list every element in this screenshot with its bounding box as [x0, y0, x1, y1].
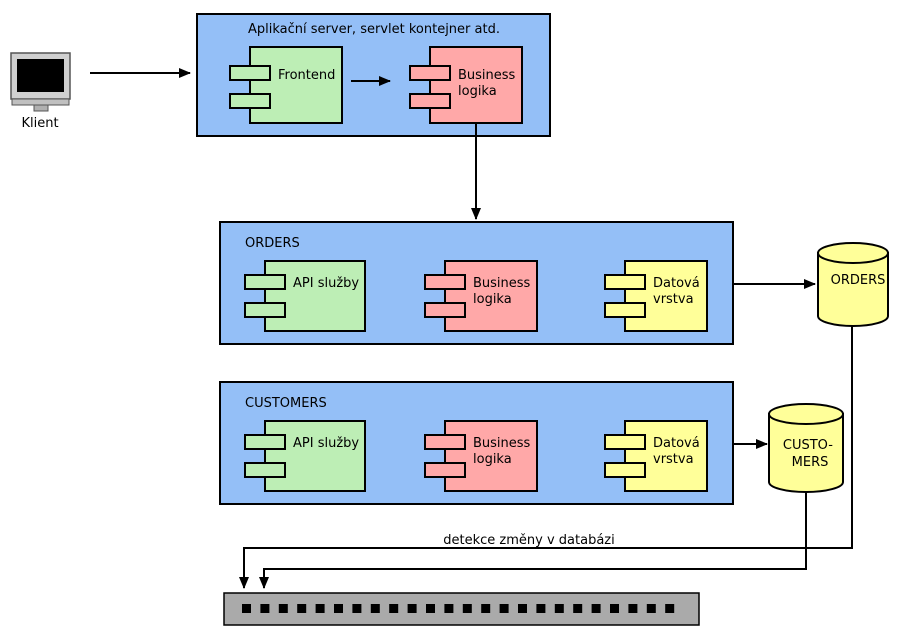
bus-slot: [591, 604, 601, 613]
bus-slot: [260, 604, 270, 613]
bus-slot: [554, 604, 564, 613]
bus-slot: [444, 604, 454, 613]
bus-slot: [315, 604, 325, 613]
orders-database: ORDERS: [817, 242, 889, 327]
orders-service-title: ORDERS: [245, 236, 300, 251]
change-detection-label: detekce změny v databázi: [443, 533, 614, 548]
bus-slot: [426, 604, 435, 613]
orders-api-label: API služby: [293, 276, 359, 291]
customers-data-component: Datová vrstva: [604, 420, 708, 492]
client-label: Klient: [21, 116, 58, 131]
bus-slot: [573, 604, 583, 613]
bus-slot: [242, 604, 251, 613]
orders-service-container: ORDERS API služby Business logika Datová…: [219, 221, 734, 345]
bus-slot: [499, 604, 509, 613]
client: Klient: [10, 52, 71, 131]
bus-slot: [646, 604, 656, 613]
server-business-label: Business logika: [458, 68, 519, 99]
customers-db-label: CUSTO- MERS: [783, 438, 837, 470]
orders-db-label: ORDERS: [831, 273, 886, 288]
bus-slot: [352, 604, 362, 613]
bus-slot: [481, 604, 491, 613]
bus-slot: [370, 604, 380, 613]
orders-api-component: API služby: [244, 260, 366, 332]
customers-service-title: CUSTOMERS: [245, 396, 327, 411]
orders-data-component: Datová vrstva: [604, 260, 708, 332]
frontend-component: Frontend: [229, 46, 343, 124]
bus-slot: [536, 604, 546, 613]
bus-slots: [242, 604, 675, 613]
message-bus: [223, 592, 700, 626]
bus-slot: [665, 604, 675, 613]
bus-slot: [407, 604, 417, 613]
bus-slot: [462, 604, 472, 613]
customers-business-component: Business logika: [424, 420, 538, 492]
customers-business-label: Business logika: [473, 436, 534, 467]
server-business-component: Business logika: [409, 46, 523, 124]
customers-api-component: API služby: [244, 420, 366, 492]
orders-change-detection-arrow: [239, 326, 853, 589]
customers-change-detection-arrow: [259, 492, 807, 589]
orders-business-component: Business logika: [424, 260, 538, 332]
customers-api-label: API služby: [293, 436, 359, 451]
bus-slot: [610, 604, 619, 613]
app-server-title: Aplikační server, servlet kontejner atd.: [248, 22, 500, 37]
orders-business-label: Business logika: [473, 276, 534, 307]
monitor-icon: [10, 52, 71, 112]
bus-slot: [297, 604, 307, 613]
customers-service-container: CUSTOMERS API služby Business logika Dat…: [219, 381, 734, 505]
customers-database: CUSTO- MERS: [768, 403, 844, 493]
customers-data-label: Datová vrstva: [653, 436, 704, 467]
bus-slot: [334, 604, 343, 613]
orders-data-label: Datová vrstva: [653, 276, 704, 307]
app-server-container: Aplikační server, servlet kontejner atd.…: [196, 13, 551, 137]
frontend-label: Frontend: [278, 68, 335, 83]
bus-slot: [518, 604, 527, 613]
bus-slot: [389, 604, 399, 613]
bus-slot: [628, 604, 638, 613]
bus-slot: [278, 604, 288, 613]
